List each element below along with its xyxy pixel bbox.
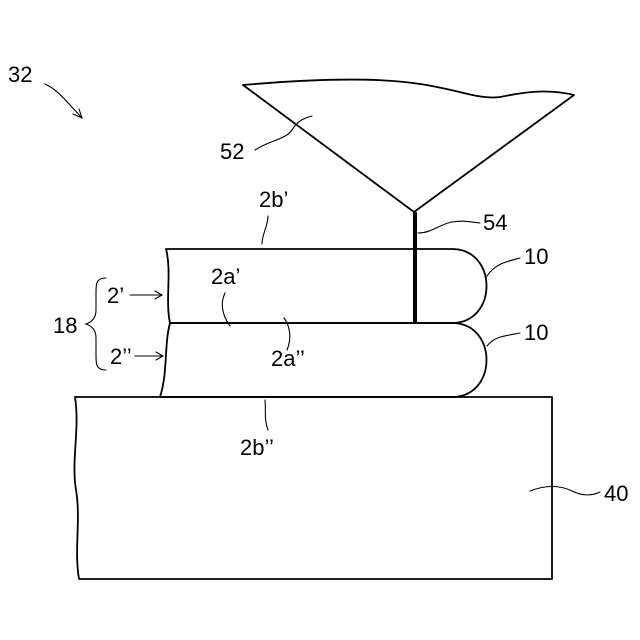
label-10-lower: 10 <box>524 320 548 345</box>
label-32: 32 <box>8 62 32 87</box>
label-10-upper: 10 <box>524 244 548 269</box>
arrow-2-double <box>135 352 163 360</box>
arrow-2-prime <box>130 291 162 299</box>
leader-54 <box>418 221 480 233</box>
base-plate <box>74 397 552 579</box>
label-2-double: 2’’ <box>110 344 132 369</box>
leader-2b-prime <box>262 216 268 244</box>
label-52: 52 <box>220 139 244 164</box>
label-2-prime: 2’ <box>107 283 124 308</box>
nozzle <box>243 79 574 212</box>
label-2a-double: 2a’’ <box>271 346 305 371</box>
leader-10-upper <box>487 258 520 276</box>
leader-2b-double <box>265 400 268 430</box>
lower-sheet <box>160 323 487 397</box>
brace-18 <box>86 278 106 370</box>
label-54: 54 <box>483 210 507 235</box>
label-18: 18 <box>53 313 77 338</box>
label-40: 40 <box>604 481 628 506</box>
label-2b-prime: 2b’ <box>259 187 288 212</box>
leader-32 <box>45 84 82 118</box>
leader-2a-prime <box>222 293 230 326</box>
leader-52 <box>255 116 312 150</box>
label-2a-prime: 2a’ <box>211 264 240 289</box>
leader-40 <box>530 487 600 495</box>
label-2b-double: 2b’’ <box>240 435 274 460</box>
leader-10-lower <box>487 333 520 346</box>
